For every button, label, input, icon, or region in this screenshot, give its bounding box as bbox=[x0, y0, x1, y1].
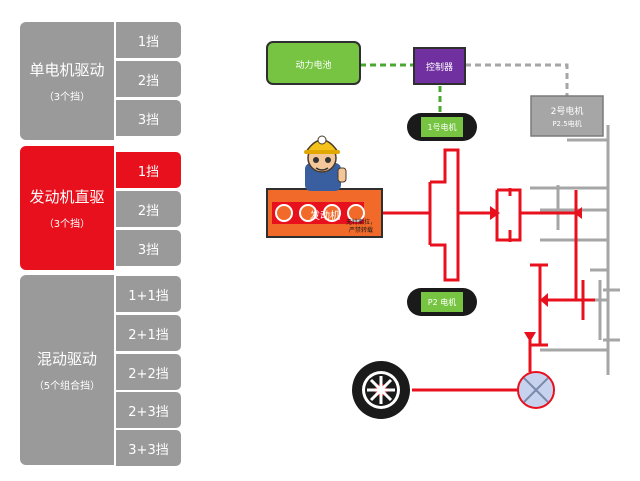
mode-engine-direct[interactable]: 发动机直驱 （3个挡） bbox=[20, 146, 114, 270]
gear-button[interactable]: 3挡 bbox=[116, 100, 181, 136]
arrow-head bbox=[524, 332, 536, 342]
battery-label: 动力电池 bbox=[295, 61, 332, 71]
engine-cylinder-bank bbox=[272, 202, 364, 224]
engine-label: 发动机 bbox=[310, 211, 340, 222]
mode-hybrid[interactable]: 混动驱动 （5个组合挡） bbox=[20, 275, 114, 465]
mode-title: 混动驱动 bbox=[36, 350, 97, 368]
mode-subtitle: （3个挡） bbox=[43, 92, 91, 103]
cylinder-icon bbox=[347, 204, 365, 222]
gear-button[interactable]: 1+1挡 bbox=[116, 276, 181, 312]
controller-motor2-link bbox=[465, 63, 569, 96]
gear-button[interactable]: 2挡 bbox=[116, 191, 181, 227]
inactive-gearset bbox=[530, 125, 620, 375]
gear-button[interactable]: 2+1挡 bbox=[116, 315, 181, 351]
gear-button[interactable]: 2+3挡 bbox=[116, 392, 181, 428]
motor2-block bbox=[530, 95, 604, 137]
cylinder-icon bbox=[299, 204, 317, 222]
engine-note-line1: 无特斯拉， bbox=[345, 219, 376, 226]
differential-icon bbox=[517, 371, 555, 409]
cylinder-icon bbox=[275, 204, 293, 222]
mode-title: 发动机直驱 bbox=[29, 188, 105, 206]
motor1-label: 1号电机 bbox=[427, 123, 457, 132]
gear-button[interactable]: 3+3挡 bbox=[116, 430, 181, 466]
mode-single-motor[interactable]: 单电机驱动 （3个挡） bbox=[20, 22, 114, 140]
gear-button[interactable]: 2挡 bbox=[116, 61, 181, 97]
mode-title: 单电机驱动 bbox=[29, 61, 105, 79]
gear-button[interactable]: 2+2挡 bbox=[116, 354, 181, 390]
electrical-connections bbox=[360, 63, 569, 113]
cylinder-icon bbox=[323, 204, 341, 222]
p2-motor-label: P2 电机 bbox=[427, 298, 457, 307]
motor2-label: 2号电机 bbox=[550, 107, 584, 117]
engine-note-line2: 严禁转载 bbox=[348, 227, 373, 234]
motor2-sublabel: P2.5电机 bbox=[552, 120, 582, 128]
controller-block bbox=[413, 47, 466, 85]
p2-motor-core bbox=[421, 292, 463, 312]
worker-mascot-icon bbox=[304, 135, 347, 191]
mode-subtitle: （5个组合挡） bbox=[33, 381, 101, 392]
arrow-head bbox=[490, 206, 500, 220]
arrow-head bbox=[540, 293, 548, 307]
gear-button[interactable]: 3挡 bbox=[116, 230, 181, 266]
gear-button[interactable]: 1挡 bbox=[116, 152, 181, 188]
controller-label: 控制器 bbox=[425, 63, 453, 73]
arrow-head bbox=[574, 207, 582, 219]
mode-subtitle: （3个挡） bbox=[43, 219, 91, 230]
battery-block bbox=[266, 41, 361, 85]
motor1-core bbox=[421, 117, 463, 137]
wheel-icon bbox=[352, 361, 410, 419]
gear-button[interactable]: 1挡 bbox=[116, 22, 181, 58]
active-power-path bbox=[382, 148, 595, 392]
